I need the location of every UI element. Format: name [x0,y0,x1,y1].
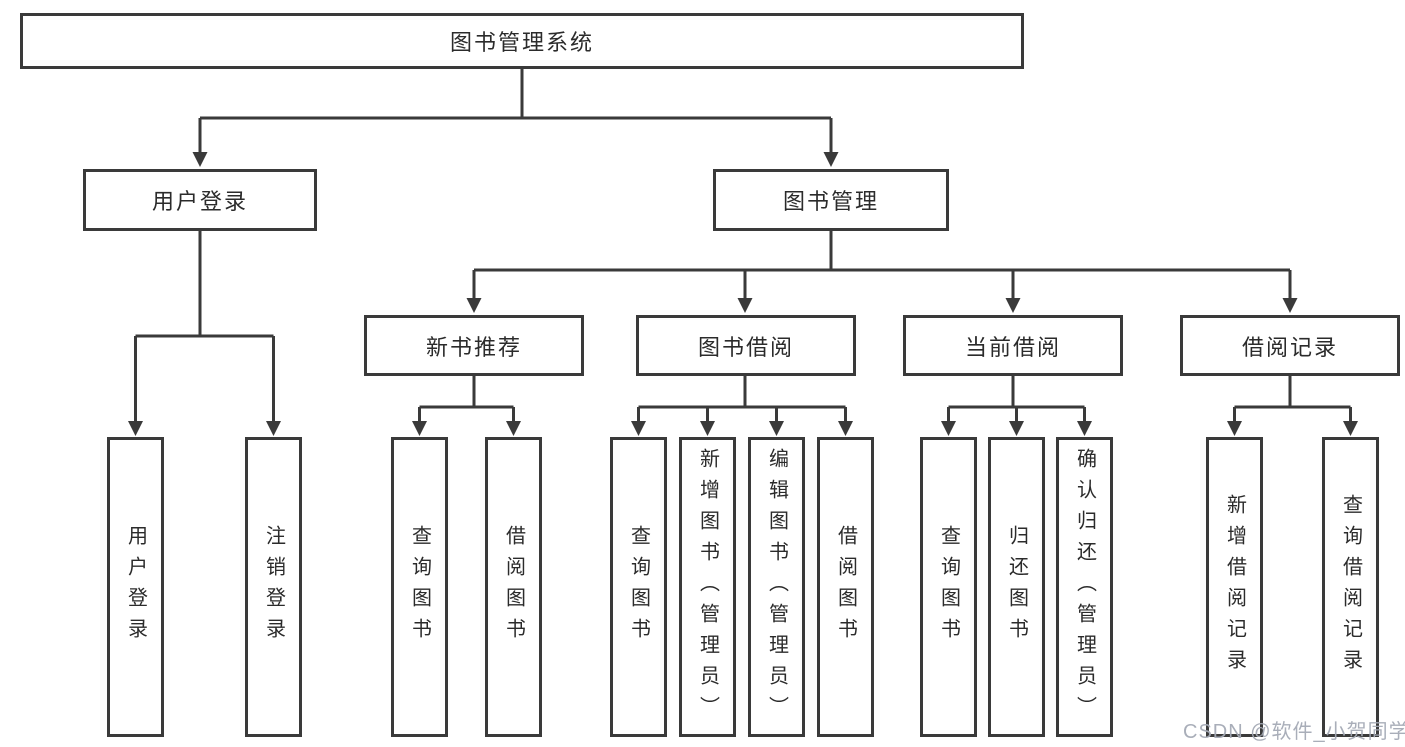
leaf-query-books-recommend: 查询图书 [391,437,448,737]
leaf-confirm-return-admin-label: 确认归还（管理员） [1073,447,1096,727]
leaf-query-books-recommend-label: 查询图书 [408,525,431,649]
leaf-edit-books-admin: 编辑图书（管理员） [748,437,805,737]
leaf-user-login: 用户登录 [107,437,164,737]
leaf-query-books-borrow: 查询图书 [610,437,667,737]
leaf-add-books-admin-label: 新增图书（管理员） [696,447,719,727]
leaf-user-login-label: 用户登录 [124,525,147,649]
csdn-watermark: CSDN @软件_小贺同学 [1183,721,1405,743]
node-root-label: 图书管理系统 [449,30,594,55]
node-new-book-recommend-label: 新书推荐 [425,334,522,360]
leaf-borrow-books-label: 借阅图书 [834,525,857,649]
node-current-borrow: 当前借阅 [903,315,1123,376]
leaf-edit-books-admin-label: 编辑图书（管理员） [765,447,788,727]
node-new-book-recommend: 新书推荐 [364,315,584,376]
leaf-logout: 注销登录 [245,437,302,737]
leaf-borrow-books: 借阅图书 [817,437,874,737]
node-user-login: 用户登录 [83,169,317,231]
leaf-query-borrow-record-label: 查询借阅记录 [1339,494,1362,680]
leaf-confirm-return-admin: 确认归还（管理员） [1056,437,1113,737]
leaf-query-books-borrow-label: 查询图书 [627,525,650,649]
leaf-query-books-current: 查询图书 [920,437,977,737]
leaf-logout-label: 注销登录 [262,525,285,649]
leaf-add-books-admin: 新增图书（管理员） [679,437,736,737]
leaf-add-borrow-record: 新增借阅记录 [1206,437,1263,737]
leaf-return-books-label: 归还图书 [1005,525,1028,649]
leaf-borrow-books-recommend-label: 借阅图书 [502,525,525,649]
leaf-borrow-books-recommend: 借阅图书 [485,437,542,737]
leaf-query-books-current-label: 查询图书 [937,525,960,649]
node-current-borrow-label: 当前借阅 [964,334,1061,360]
node-book-borrow: 图书借阅 [636,315,856,376]
node-book-management-label: 图书管理 [782,189,879,214]
node-user-login-label: 用户登录 [151,189,248,214]
node-borrow-records-label: 借阅记录 [1241,334,1338,360]
node-book-management: 图书管理 [713,169,949,231]
leaf-add-borrow-record-label: 新增借阅记录 [1223,494,1246,680]
node-borrow-records: 借阅记录 [1180,315,1400,376]
node-book-borrow-label: 图书借阅 [697,334,794,360]
leaf-return-books: 归还图书 [988,437,1045,737]
node-root-system: 图书管理系统 [20,13,1024,69]
leaf-query-borrow-record: 查询借阅记录 [1322,437,1379,737]
